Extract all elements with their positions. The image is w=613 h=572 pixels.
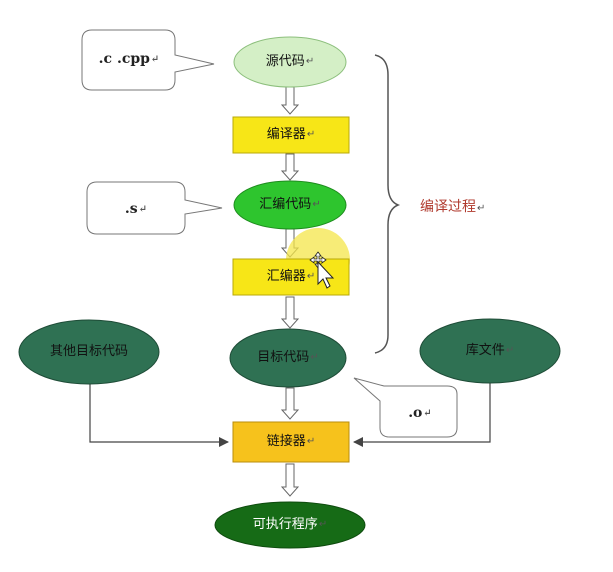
node-library-files: 库文件↵ (440, 339, 540, 363)
callout-object-ext (353, 377, 458, 438)
node-assembly-code-shape (233, 180, 347, 230)
node-executable-shape (214, 501, 366, 549)
node-linker-shape (232, 421, 350, 463)
node-assembler: 汇编器↵ (233, 259, 349, 295)
node-executable-label: 可执行程序 (252, 516, 318, 532)
node-source-code-shape (233, 36, 347, 88)
node-linker-label: 链接器 (266, 433, 306, 449)
node-library-files-label: 库文件 (465, 342, 505, 358)
arrow-compiler-to-assembly (280, 153, 300, 181)
arrow-assembler-to-object (280, 296, 300, 329)
process-brace (374, 54, 401, 354)
node-compiler-shape (232, 116, 350, 154)
arrow-source-to-compiler (280, 86, 300, 115)
paragraph-mark-icon: ↵ (505, 344, 515, 356)
compile-process-text: 编译过程 (420, 199, 476, 215)
connector-library-to-linker (353, 383, 491, 447)
callout-assembly-ext (86, 181, 223, 235)
paragraph-mark-icon: ↵ (306, 270, 316, 282)
side-connectors (89, 383, 491, 447)
node-other-object-code-label: 其他目标代码 (49, 343, 128, 359)
node-assembler-label: 汇编器 (266, 268, 306, 284)
paragraph-mark-icon: ↵ (312, 198, 321, 210)
paragraph-mark-icon: ↵ (305, 55, 315, 67)
paragraph-mark-icon: ↵ (306, 435, 316, 447)
assembly-ext-text: .s (124, 201, 138, 217)
node-other-object-code: 其他目标代码 (34, 332, 144, 372)
connector-other-object-to-linker (89, 383, 229, 447)
paragraph-mark-icon: ↵ (318, 518, 328, 530)
compile-process-label: 编译过程↵ (420, 196, 485, 216)
node-object-code-label: 目标代码 (257, 349, 310, 365)
paragraph-mark-icon: ↵ (477, 203, 486, 214)
node-library-files-shape (419, 318, 561, 384)
node-source-code: 源代码↵ (234, 50, 346, 74)
paragraph-mark-icon: ↵ (138, 203, 148, 215)
callout-source-ext-label: .c .cpp↵ (84, 44, 174, 74)
arrow-object-to-linker (280, 387, 300, 420)
node-assembly-code-label: 汇编代码 (259, 196, 312, 212)
callout-object-ext-label: .o↵ (384, 398, 456, 428)
flow-arrows (280, 86, 300, 497)
move-cursor-icon (309, 251, 335, 289)
object-ext-text: .o (408, 405, 423, 421)
paragraph-mark-icon: ↵ (310, 351, 319, 363)
arrow-linker-to-executable (280, 463, 300, 497)
node-other-object-code-shape (18, 319, 160, 385)
node-object-code: 目标代码↵ (232, 346, 344, 370)
node-assembly-code: 汇编代码↵ (234, 193, 346, 217)
node-executable: 可执行程序↵ (225, 513, 355, 537)
callout-source-ext (81, 29, 215, 91)
paragraph-mark-icon: ↵ (423, 407, 432, 419)
node-compiler-label: 编译器 (266, 126, 306, 142)
node-compiler: 编译器↵ (233, 117, 349, 153)
node-object-code-shape (229, 328, 347, 388)
callout-assembly-ext-label: .s↵ (88, 194, 184, 224)
node-source-code-label: 源代码 (265, 53, 305, 69)
paragraph-mark-icon: ↵ (306, 128, 316, 140)
source-ext-text: .c .cpp (98, 51, 150, 67)
node-linker: 链接器↵ (233, 422, 349, 462)
paragraph-mark-icon: ↵ (150, 53, 160, 65)
